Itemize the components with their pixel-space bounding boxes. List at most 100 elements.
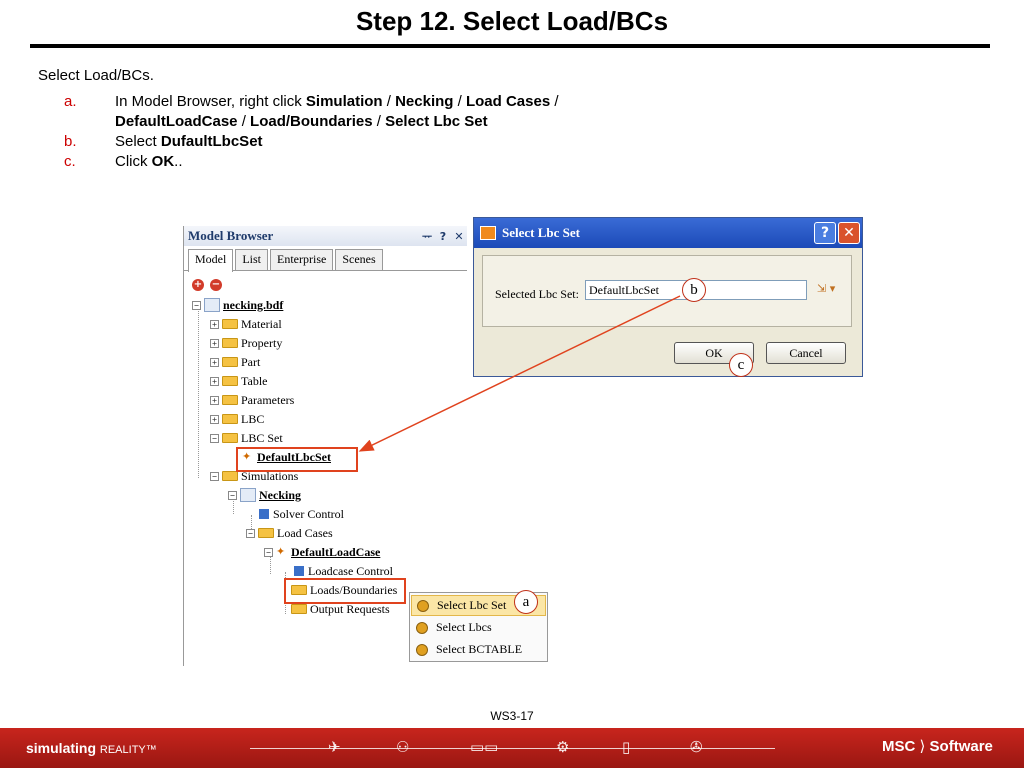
help-icon[interactable]: ? bbox=[439, 229, 447, 243]
tree-item-root[interactable]: − necking.bdf bbox=[192, 296, 283, 314]
msc-software-logo: MSC ⟩ Software bbox=[882, 738, 993, 755]
help-icon[interactable]: ? bbox=[814, 222, 836, 244]
solver-control-icon bbox=[259, 509, 269, 519]
step-letter: b. bbox=[64, 133, 77, 150]
tree-item-loadcase-control[interactable]: Loadcase Control bbox=[294, 562, 393, 580]
step-line: Click OK.. bbox=[115, 152, 183, 172]
tree-item-label: Part bbox=[241, 354, 261, 369]
step-letter: c. bbox=[64, 153, 76, 170]
step-line: In Model Browser, right click Simulation… bbox=[115, 92, 559, 112]
step-emphasis: Load/Boundaries bbox=[250, 113, 373, 130]
collapse-icon[interactable]: − bbox=[210, 433, 219, 443]
model-browser-title: Model Browser bbox=[188, 228, 274, 243]
expand-icon[interactable]: + bbox=[210, 376, 219, 386]
tab-enterprise[interactable]: Enterprise bbox=[270, 249, 334, 270]
lbc-set-icon: ✦ bbox=[242, 450, 252, 463]
collapse-icon[interactable]: − bbox=[228, 490, 237, 500]
tree-item-solver-control[interactable]: Solver Control bbox=[259, 505, 344, 523]
close-icon[interactable]: ✕ bbox=[454, 229, 464, 243]
step-text: Click OK.. bbox=[115, 152, 183, 172]
close-icon[interactable]: ✕ bbox=[838, 222, 860, 244]
folder-icon bbox=[291, 585, 307, 595]
menu-item-select-lbcs[interactable]: Select Lbcs bbox=[411, 617, 546, 638]
tab-list[interactable]: List bbox=[235, 249, 269, 270]
collapse-icon[interactable]: − bbox=[192, 300, 201, 310]
expand-icon[interactable]: + bbox=[210, 395, 219, 405]
folder-icon bbox=[258, 528, 274, 538]
tree-item-loads-boundaries[interactable]: Loads/Boundaries bbox=[291, 581, 397, 599]
menu-item-select-bctable[interactable]: Select BCTABLE bbox=[411, 639, 546, 660]
step-run: Click bbox=[115, 153, 152, 170]
tree-item-label: DefaultLbcSet bbox=[257, 449, 331, 464]
tab-model[interactable]: Model bbox=[188, 249, 234, 272]
tree-item-label: Loadcase Control bbox=[308, 563, 393, 578]
step-emphasis: Necking bbox=[395, 93, 454, 110]
tree-item-lbc-set[interactable]: − LBC Set bbox=[210, 429, 283, 447]
tab-scenes[interactable]: Scenes bbox=[335, 249, 383, 270]
tree-item-necking[interactable]: − Necking bbox=[228, 486, 301, 504]
collapse-icon[interactable]: − bbox=[210, 471, 219, 481]
tree-item-output-requests[interactable]: Output Requests bbox=[291, 600, 390, 618]
tree-item-default-load-case[interactable]: −✦ DefaultLoadCase bbox=[264, 543, 380, 561]
tree-item-lbc[interactable]: + LBC bbox=[210, 410, 264, 428]
cancel-button[interactable]: Cancel bbox=[766, 342, 846, 364]
folder-icon bbox=[222, 414, 238, 424]
tree-connector bbox=[233, 496, 234, 514]
airplane-icon: ✈ bbox=[328, 738, 341, 756]
tree-item-part[interactable]: + Part bbox=[210, 353, 260, 371]
logo-sub: Software bbox=[929, 738, 993, 755]
folder-icon bbox=[222, 376, 238, 386]
tree-item-material[interactable]: + Material bbox=[210, 315, 282, 333]
pin-icon[interactable]: ᅲ bbox=[421, 230, 433, 243]
tree-item-simulations[interactable]: − Simulations bbox=[210, 467, 298, 485]
expand-icon[interactable]: + bbox=[210, 319, 219, 329]
step-run: In Model Browser, right click bbox=[115, 93, 306, 110]
loadcase-control-icon bbox=[294, 566, 304, 576]
collapse-icon[interactable]: − bbox=[246, 528, 255, 538]
tree-item-property[interactable]: + Property bbox=[210, 334, 282, 352]
menu-item-label: Select BCTABLE bbox=[436, 642, 523, 656]
tree-item-label: Solver Control bbox=[273, 506, 344, 521]
bctable-icon bbox=[416, 643, 428, 656]
tagline-suffix: REALITY™ bbox=[99, 744, 157, 756]
tree-connector bbox=[270, 554, 271, 574]
collapse-icon[interactable]: − bbox=[264, 547, 273, 557]
step-run: / bbox=[372, 113, 386, 130]
step-run: Select bbox=[115, 133, 161, 150]
step-emphasis: Select Lbc Set bbox=[385, 113, 488, 130]
tree-item-load-cases[interactable]: − Load Cases bbox=[246, 524, 333, 542]
tree-item-label: DefaultLoadCase bbox=[291, 544, 381, 559]
tree-item-default-lbc-set[interactable]: ✦ DefaultLbcSet bbox=[242, 448, 331, 466]
folder-icon bbox=[222, 338, 238, 348]
model-browser-tabs: Model List Enterprise Scenes bbox=[184, 249, 467, 272]
step-line: DefaultLoadCase / Load/Boundaries / Sele… bbox=[115, 112, 559, 132]
step-run: / bbox=[382, 93, 396, 110]
expand-all-icon[interactable]: + bbox=[192, 279, 204, 291]
expand-icon[interactable]: + bbox=[210, 357, 219, 367]
context-menu: Select Lbc Set Select Lbcs Select BCTABL… bbox=[409, 592, 548, 662]
folder-icon bbox=[222, 471, 238, 481]
step-item: a. In Model Browser, right click Simulati… bbox=[64, 92, 559, 132]
tree-item-label: Parameters bbox=[241, 392, 295, 407]
step-letter: a. bbox=[64, 93, 77, 110]
folder-icon bbox=[222, 395, 238, 405]
expand-icon[interactable]: + bbox=[210, 414, 219, 424]
tree-item-label: LBC bbox=[241, 411, 265, 426]
tree-item-label: Necking bbox=[259, 487, 301, 502]
file-icon bbox=[204, 298, 220, 312]
tree-item-label: Simulations bbox=[241, 468, 299, 483]
picker-dropdown-icon[interactable]: ⇲ ▾ bbox=[817, 282, 836, 295]
callout-c: c bbox=[729, 353, 753, 377]
title-rule bbox=[30, 44, 990, 48]
tree-item-label: LBC Set bbox=[241, 430, 283, 445]
tree-item-table[interactable]: + Table bbox=[210, 372, 267, 390]
menu-item-select-lbc-set[interactable]: Select Lbc Set bbox=[411, 595, 546, 616]
collapse-all-icon[interactable]: − bbox=[210, 279, 222, 291]
tree-item-parameters[interactable]: + Parameters bbox=[210, 391, 294, 409]
slide-title: Step 12. Select Load/BCs bbox=[355, 6, 669, 36]
expand-icon[interactable]: + bbox=[210, 338, 219, 348]
dialog-titlebar[interactable]: Select Lbc Set ? ✕ bbox=[474, 218, 862, 248]
model-browser-header: Model Browser ᅲ ? ✕ bbox=[184, 226, 467, 246]
simulation-icon bbox=[240, 488, 256, 502]
step-emphasis: OK bbox=[151, 153, 175, 170]
